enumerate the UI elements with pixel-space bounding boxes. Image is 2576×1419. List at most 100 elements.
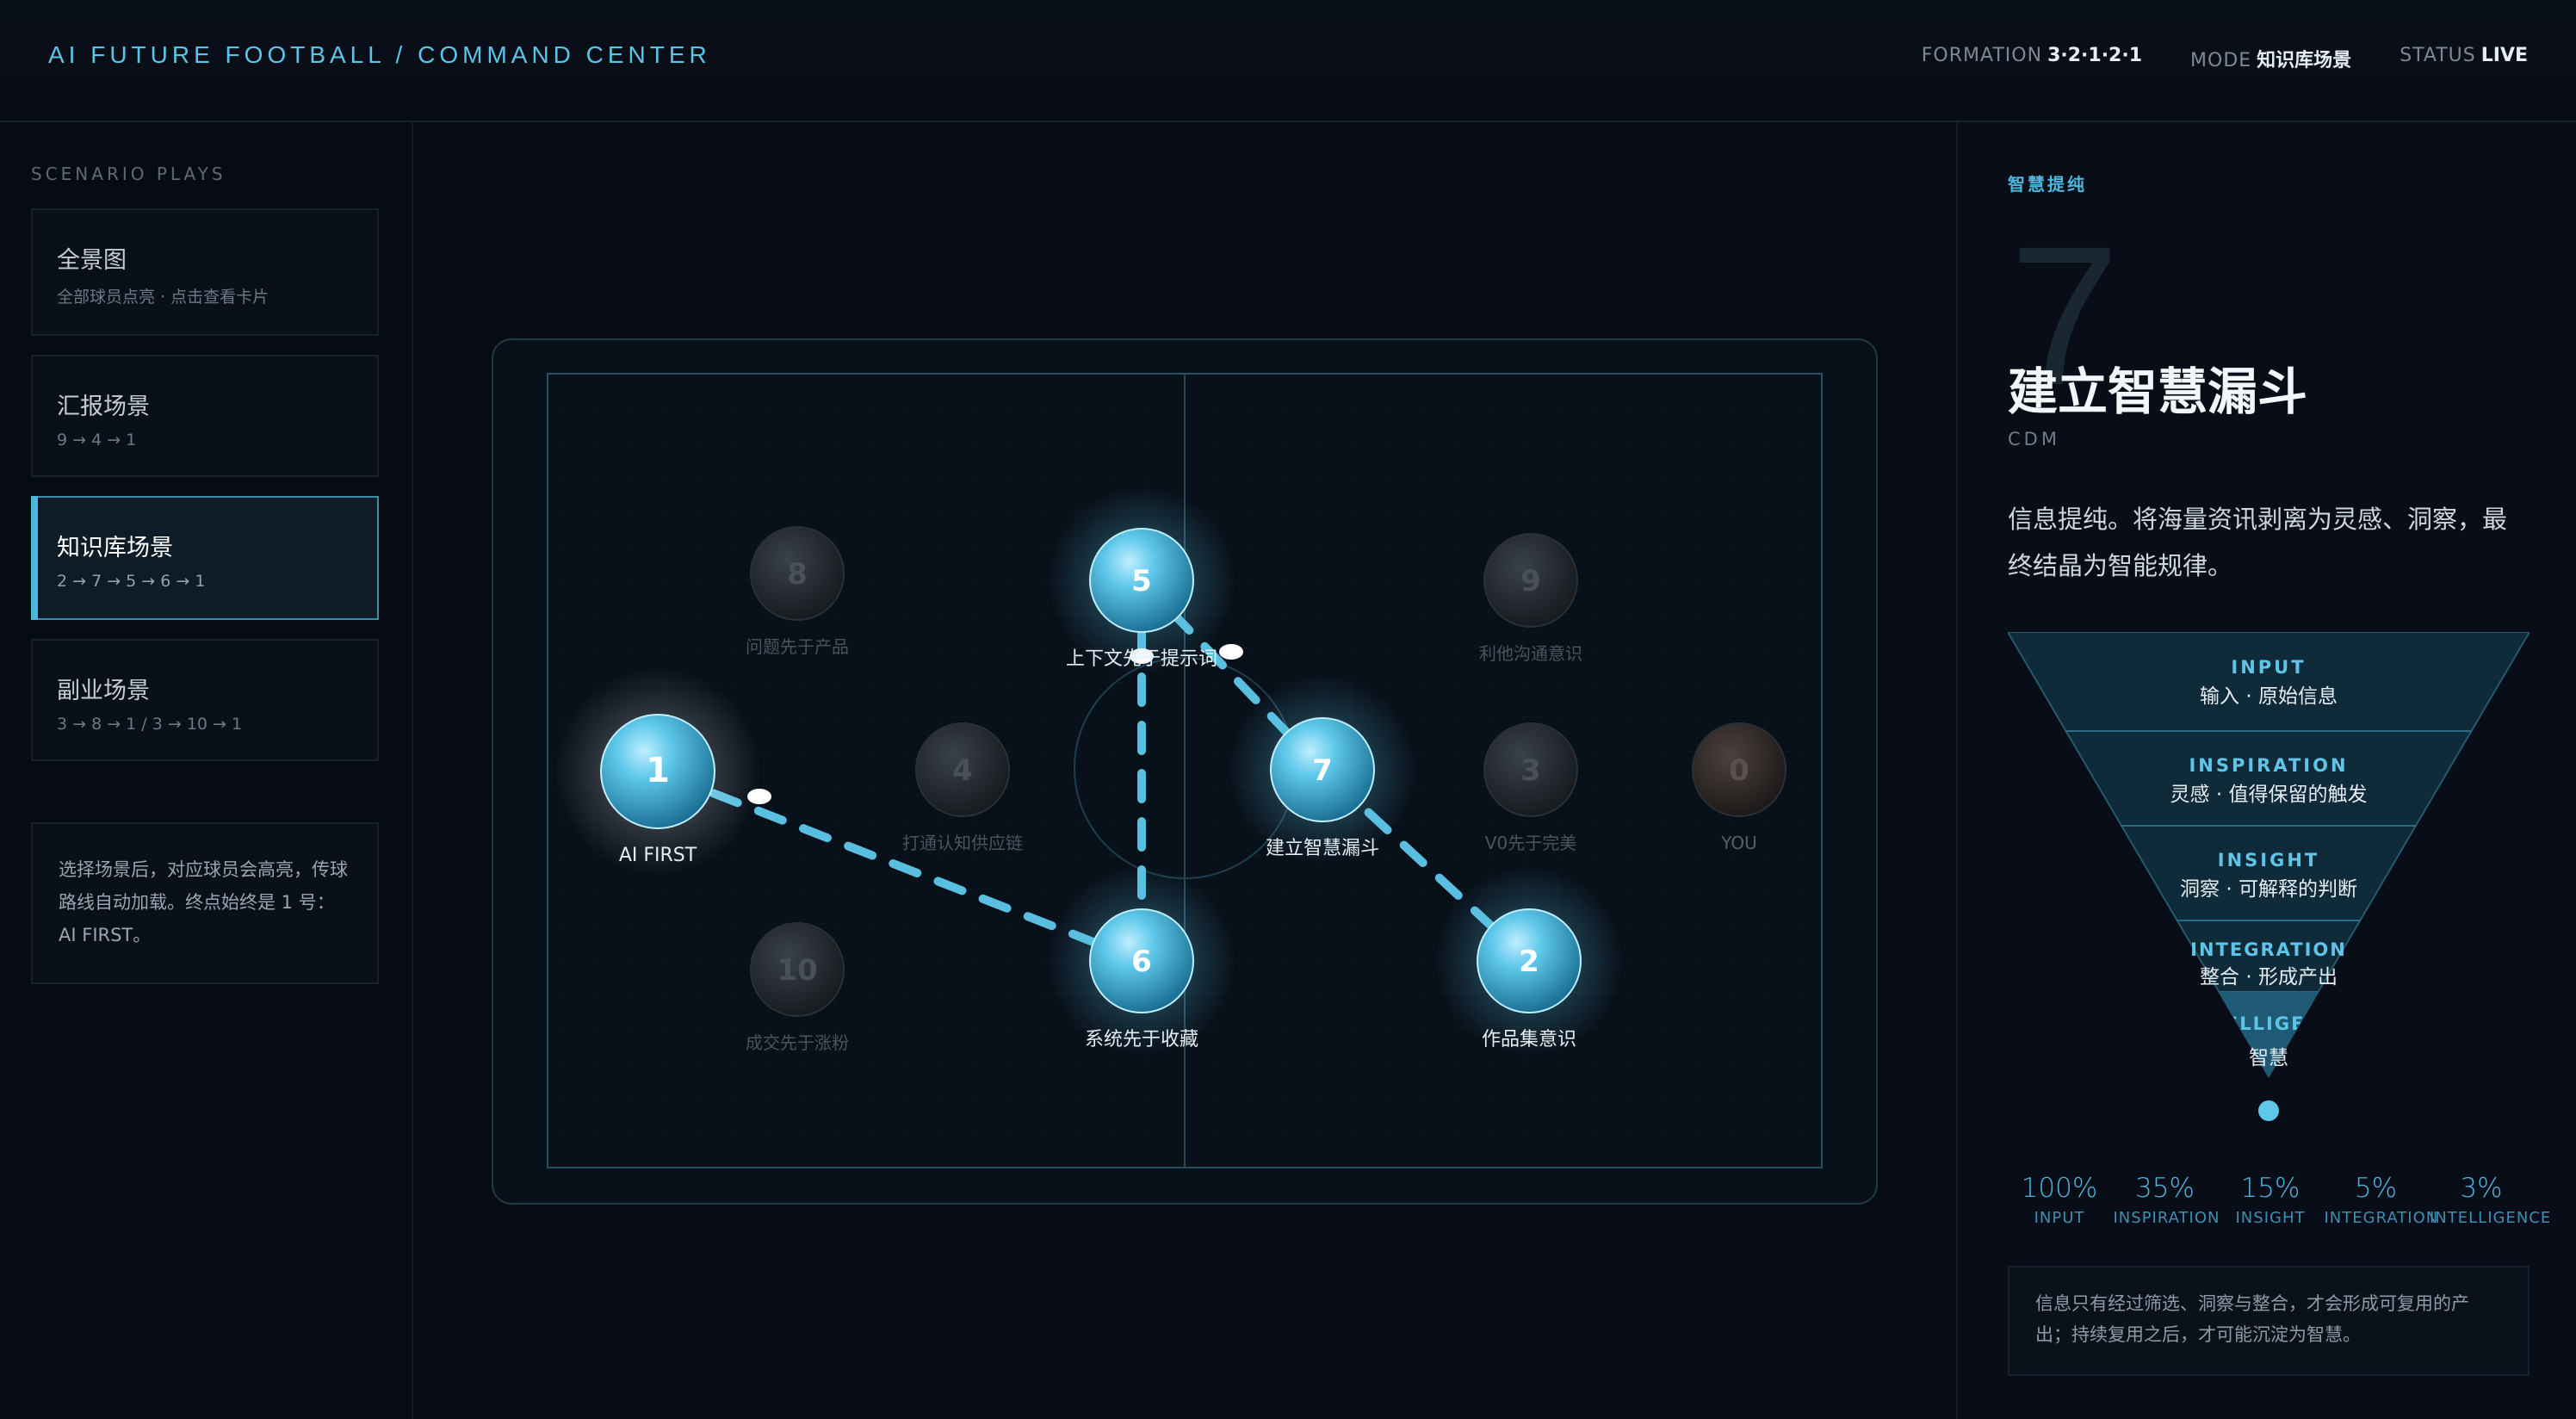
player-ball — [600, 714, 715, 829]
player-number: 5 — [1131, 564, 1152, 598]
funnel-level-en: INTELLIGENCE — [2186, 1013, 2351, 1034]
player-ball — [750, 922, 845, 1017]
stat-percent: 3% — [2460, 1173, 2503, 1204]
top-bar: AI FUTURE FOOTBALL / COMMAND CENTER FORM… — [0, 0, 2576, 122]
play-route: 2 → 7 → 5 → 6 → 1 — [57, 572, 206, 591]
mode-value: 知识库场景 — [2257, 50, 2352, 71]
status-value: LIVE — [2480, 45, 2528, 66]
player-2[interactable]: 2 作品集意识 — [1434, 866, 1624, 1056]
player-ball — [1089, 908, 1194, 1013]
player-label: 作品集意识 — [1482, 1029, 1576, 1050]
player-ball — [1477, 908, 1582, 1013]
player-label: YOU — [1720, 833, 1757, 853]
player-number: 2 — [1519, 945, 1539, 979]
stat-label: INPUT — [2034, 1209, 2085, 1227]
player-ball — [750, 526, 845, 621]
sidebar-title: SCENARIO PLAYS — [31, 164, 226, 184]
play-title: 全景图 — [57, 247, 127, 274]
play-route: 9 → 4 → 1 — [57, 431, 137, 449]
formation-value: 3·2·1·2·1 — [2047, 45, 2143, 66]
player-number: 3 — [1520, 753, 1541, 788]
funnel-output-dot — [2258, 1100, 2279, 1121]
detail-number: 7 — [2009, 205, 2120, 426]
funnel-level-zh: 输入 · 原始信息 — [2200, 685, 2338, 708]
formation-key: FORMATION — [1921, 45, 2043, 66]
mode-key: MODE — [2190, 50, 2252, 71]
player-number: 7 — [1312, 753, 1333, 788]
funnel-stats: 100% INPUT 35% INSPIRATION 15% INSIGHT 5%IN… — [2008, 1173, 2551, 1227]
funnel-level-en: INSIGHT — [2218, 850, 2319, 871]
stat-label: INSPIRATION — [2113, 1209, 2220, 1227]
player-label: AI FIRST — [619, 845, 697, 866]
player-number: 0 — [1729, 753, 1749, 788]
funnel-note: 信息只有经过筛选、洞察与整合，才会形成可复用的产出；持续复用之后，才可能沉淀为智… — [2008, 1266, 2530, 1376]
player-label: 系统先于收藏 — [1085, 1029, 1198, 1050]
funnel-level-en: INSPIRATION — [2189, 755, 2348, 776]
player-ball — [1692, 722, 1786, 817]
play-knowledge-base[interactable]: 知识库场景 2 → 7 → 5 → 6 → 1 — [31, 496, 379, 620]
play-side-business[interactable]: 副业场景 3 → 8 → 1 / 3 → 10 → 1 — [31, 639, 379, 761]
stat-percent: 15% — [2240, 1173, 2300, 1204]
ball-marker — [1219, 644, 1243, 660]
player-label: V0先于完美 — [1485, 833, 1576, 853]
play-route: 全部球员点亮 · 点击查看卡片 — [57, 288, 269, 307]
player-detail-panel: 智慧提纯 7 建立智慧漏斗 CDM 信息提纯。将海量资讯剥离为灵感、洞察，最终结… — [1956, 122, 2576, 1419]
funnel-level-en: INPUT — [2231, 657, 2306, 678]
funnel-level-zh: 整合 · 形成产出 — [2200, 966, 2338, 988]
player-5[interactable]: 5 上下文先于提示词 — [1047, 486, 1236, 675]
stat-item: 35% INSPIRATION — [2113, 1173, 2220, 1227]
funnel-level-zh: 灵感 · 值得保留的触发 — [2170, 784, 2368, 806]
play-title: 汇报场景 — [57, 393, 150, 420]
player-1[interactable]: 1 AI FIRST — [554, 668, 761, 875]
player-6[interactable]: 6 系统先于收藏 — [1047, 866, 1236, 1056]
player-number: 6 — [1131, 945, 1152, 979]
player-number: 4 — [952, 753, 973, 788]
player-label: 上下文先于提示词 — [1066, 648, 1217, 670]
player-label: 打通认知供应链 — [902, 833, 1023, 853]
detail-description: 信息提纯。将海量资讯剥离为灵感、洞察，最终结晶为智能规律。 — [2008, 505, 2508, 580]
player-number: 1 — [646, 751, 670, 790]
stat-item: 5%INTEGRATION — [2325, 1173, 2438, 1227]
brand-title: AI FUTURE FOOTBALL / COMMAND CENTER — [48, 41, 711, 68]
stat-item: 15% INSIGHT — [2219, 1173, 2322, 1227]
player-label: 成交先于涨粉 — [746, 1032, 849, 1053]
detail-tag: 智慧提纯 — [2008, 174, 2087, 195]
player-ball — [915, 722, 1010, 817]
play-report[interactable]: 汇报场景 9 → 4 → 1 — [31, 355, 379, 477]
status-key: STATUS — [2400, 45, 2476, 66]
stat-item: 100% INPUT — [2008, 1173, 2111, 1227]
scenario-sidebar: SCENARIO PLAYS 全景图 全部球员点亮 · 点击查看卡片 汇报场景 … — [0, 122, 413, 1419]
player-4[interactable]: 4 打通认知供应链 — [902, 722, 1023, 853]
stat-item: 3%INTELLIGENCE — [2430, 1173, 2550, 1227]
player-label: 利他沟通意识 — [1479, 643, 1582, 664]
funnel-shape — [2008, 632, 2530, 1078]
player-ball — [1270, 717, 1375, 822]
player-ball — [1483, 722, 1578, 817]
player-ball — [1089, 528, 1194, 633]
funnel-level-zh: 智慧 — [2249, 1047, 2288, 1069]
stat-percent: 5% — [2354, 1173, 2398, 1204]
play-title: 知识库场景 — [57, 535, 173, 561]
stat-percent: 100% — [2021, 1173, 2098, 1204]
stat-label: INSIGHT — [2235, 1209, 2306, 1227]
play-overview[interactable]: 全景图 全部球员点亮 · 点击查看卡片 — [31, 208, 379, 336]
player-label: 问题先于产品 — [746, 636, 849, 657]
stat-percent: 35% — [2135, 1173, 2195, 1204]
player-ball — [1483, 533, 1578, 628]
funnel-level-en: INTEGRATION — [2190, 939, 2347, 960]
scenario-hint: 选择场景后，对应球员会高亮，传球路线自动加载。终点始终是 1 号：AI FIRS… — [31, 822, 379, 984]
wisdom-funnel: INPUT 输入 · 原始信息 INSPIRATION 灵感 · 值得保留的触发… — [2008, 632, 2530, 1121]
play-title: 副业场景 — [57, 678, 150, 704]
